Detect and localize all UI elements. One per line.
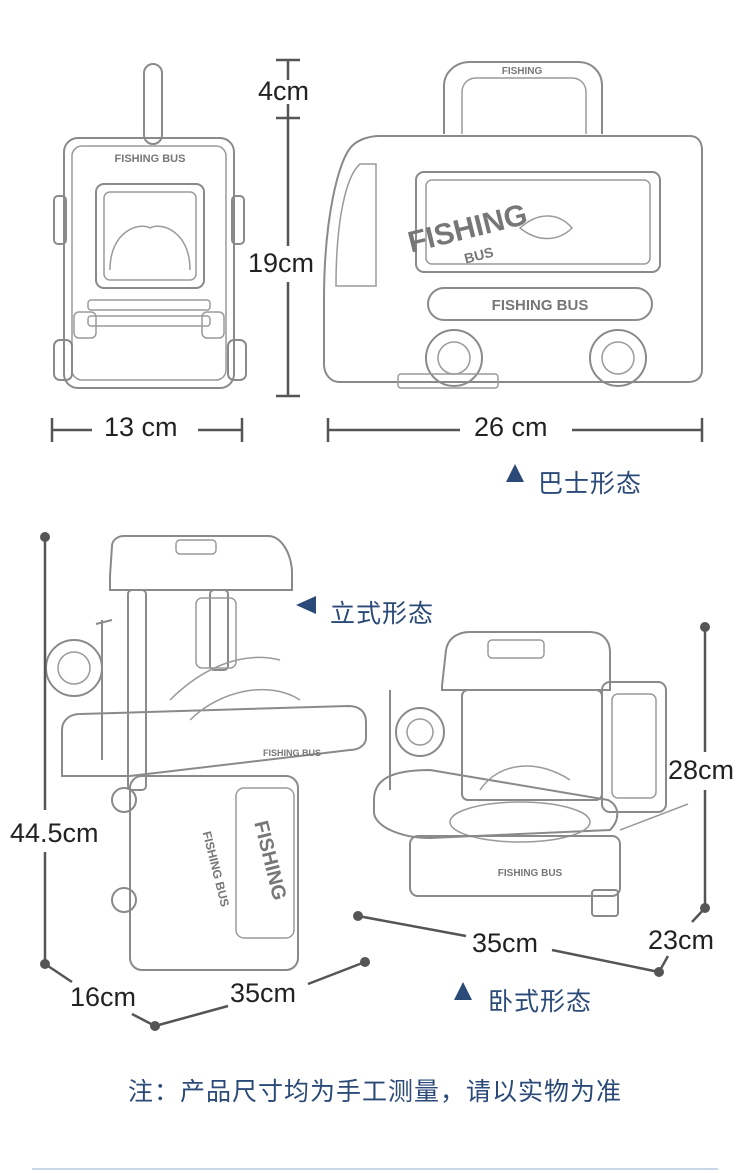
front-height-label: 19cm [248, 248, 315, 278]
bus-side-view: FISHING FISHING BUS FISHING BUS [323, 61, 703, 389]
stand-caption-arrow-icon [296, 596, 316, 614]
bus-caption: 巴士形态 [538, 470, 643, 498]
lie-dimensions [353, 622, 710, 977]
stand-dimensions [40, 532, 370, 1031]
lie-caption: 卧式形态 [488, 988, 593, 1016]
front-width-dimension [50, 418, 244, 442]
front-height-dimension [276, 58, 300, 398]
side-plate-text: FISHING BUS [492, 297, 589, 314]
lie-plate-text: FISHING BUS [498, 868, 563, 879]
stand-logo-main: FISHING [249, 819, 290, 903]
stand-base-text: FISHING BUS [263, 748, 321, 758]
stand-depth-label: 16cm [70, 982, 137, 1012]
side-length-dimension [326, 418, 704, 442]
front-plate-text: FISHING BUS [115, 153, 186, 165]
stand-length-label: 35cm [230, 978, 297, 1008]
front-height-top-label: 4cm [258, 76, 310, 106]
footer-divider [32, 1168, 718, 1170]
lie-depth-label: 23cm [648, 925, 715, 955]
stand-plate-text: FISHING BUS [200, 830, 232, 908]
lie-height-label: 28cm [668, 755, 735, 785]
handle-text: FISHING [502, 66, 543, 77]
front-width-label: 13 cm [104, 412, 178, 442]
lying-form-illustration: FISHING BUS [373, 631, 689, 917]
side-length-label: 26 cm [474, 412, 548, 442]
bus-caption-arrow-icon [506, 464, 524, 482]
stand-height-label: 44.5cm [10, 818, 99, 848]
standing-form-illustration: FISHING FISHING BUS FISHING BUS [45, 535, 367, 971]
lie-length-label: 35cm [472, 928, 539, 958]
bus-front-view: FISHING BUS [53, 63, 247, 389]
side-logo-sub: BUS [463, 244, 496, 267]
stand-caption: 立式形态 [330, 600, 435, 628]
measurement-note: 注：产品尺寸均为手工测量，请以实物为准 [127, 1078, 622, 1106]
lie-caption-arrow-icon [454, 982, 472, 1000]
